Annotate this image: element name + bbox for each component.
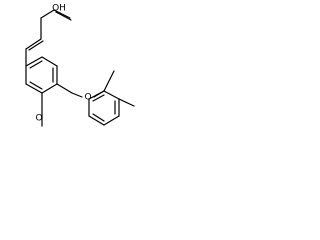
structure-svg: OH O O xyxy=(25,4,135,127)
bond-benzyl-c xyxy=(56,83,73,94)
methoxy-oxygen-group: O xyxy=(35,114,42,124)
bond-acid-c2-c3 xyxy=(25,38,42,50)
acid-oh-label: OH xyxy=(52,4,66,14)
bond-ring1-a xyxy=(25,56,43,67)
acid-oh-group: OH xyxy=(52,4,66,14)
bond-acid-c2-c3-double xyxy=(28,40,44,51)
bond-benzyl-o xyxy=(71,92,83,98)
bond-ring1-e-inner xyxy=(29,81,43,90)
bond-ring1-e xyxy=(25,83,43,94)
bond-ring2-c xyxy=(103,115,120,126)
bond-ring2-d xyxy=(88,115,105,126)
bond-methyl-top xyxy=(103,70,115,92)
bond-layer xyxy=(25,9,135,127)
bond-ring1-b xyxy=(41,56,58,67)
bond-ring2-f-inner xyxy=(92,94,105,102)
ether-oxygen-group: O xyxy=(84,93,91,103)
bond-ring1-d xyxy=(41,83,58,94)
bond-acid-c1-o-double xyxy=(55,11,72,21)
bond-acid-c1-o xyxy=(53,9,71,19)
bond-ring2-f xyxy=(88,90,105,100)
bond-ring2-a xyxy=(103,90,120,100)
methoxy-oxygen-label: O xyxy=(35,114,42,124)
bond-acid-c1-oh xyxy=(40,9,55,19)
bond-ring1-a-inner xyxy=(29,60,43,69)
chemical-structure-diagram: OH O O xyxy=(0,0,139,136)
bond-methyl-right xyxy=(118,98,135,107)
bond-ring2-d-inner xyxy=(92,113,105,122)
ether-oxygen-label: O xyxy=(84,93,91,103)
